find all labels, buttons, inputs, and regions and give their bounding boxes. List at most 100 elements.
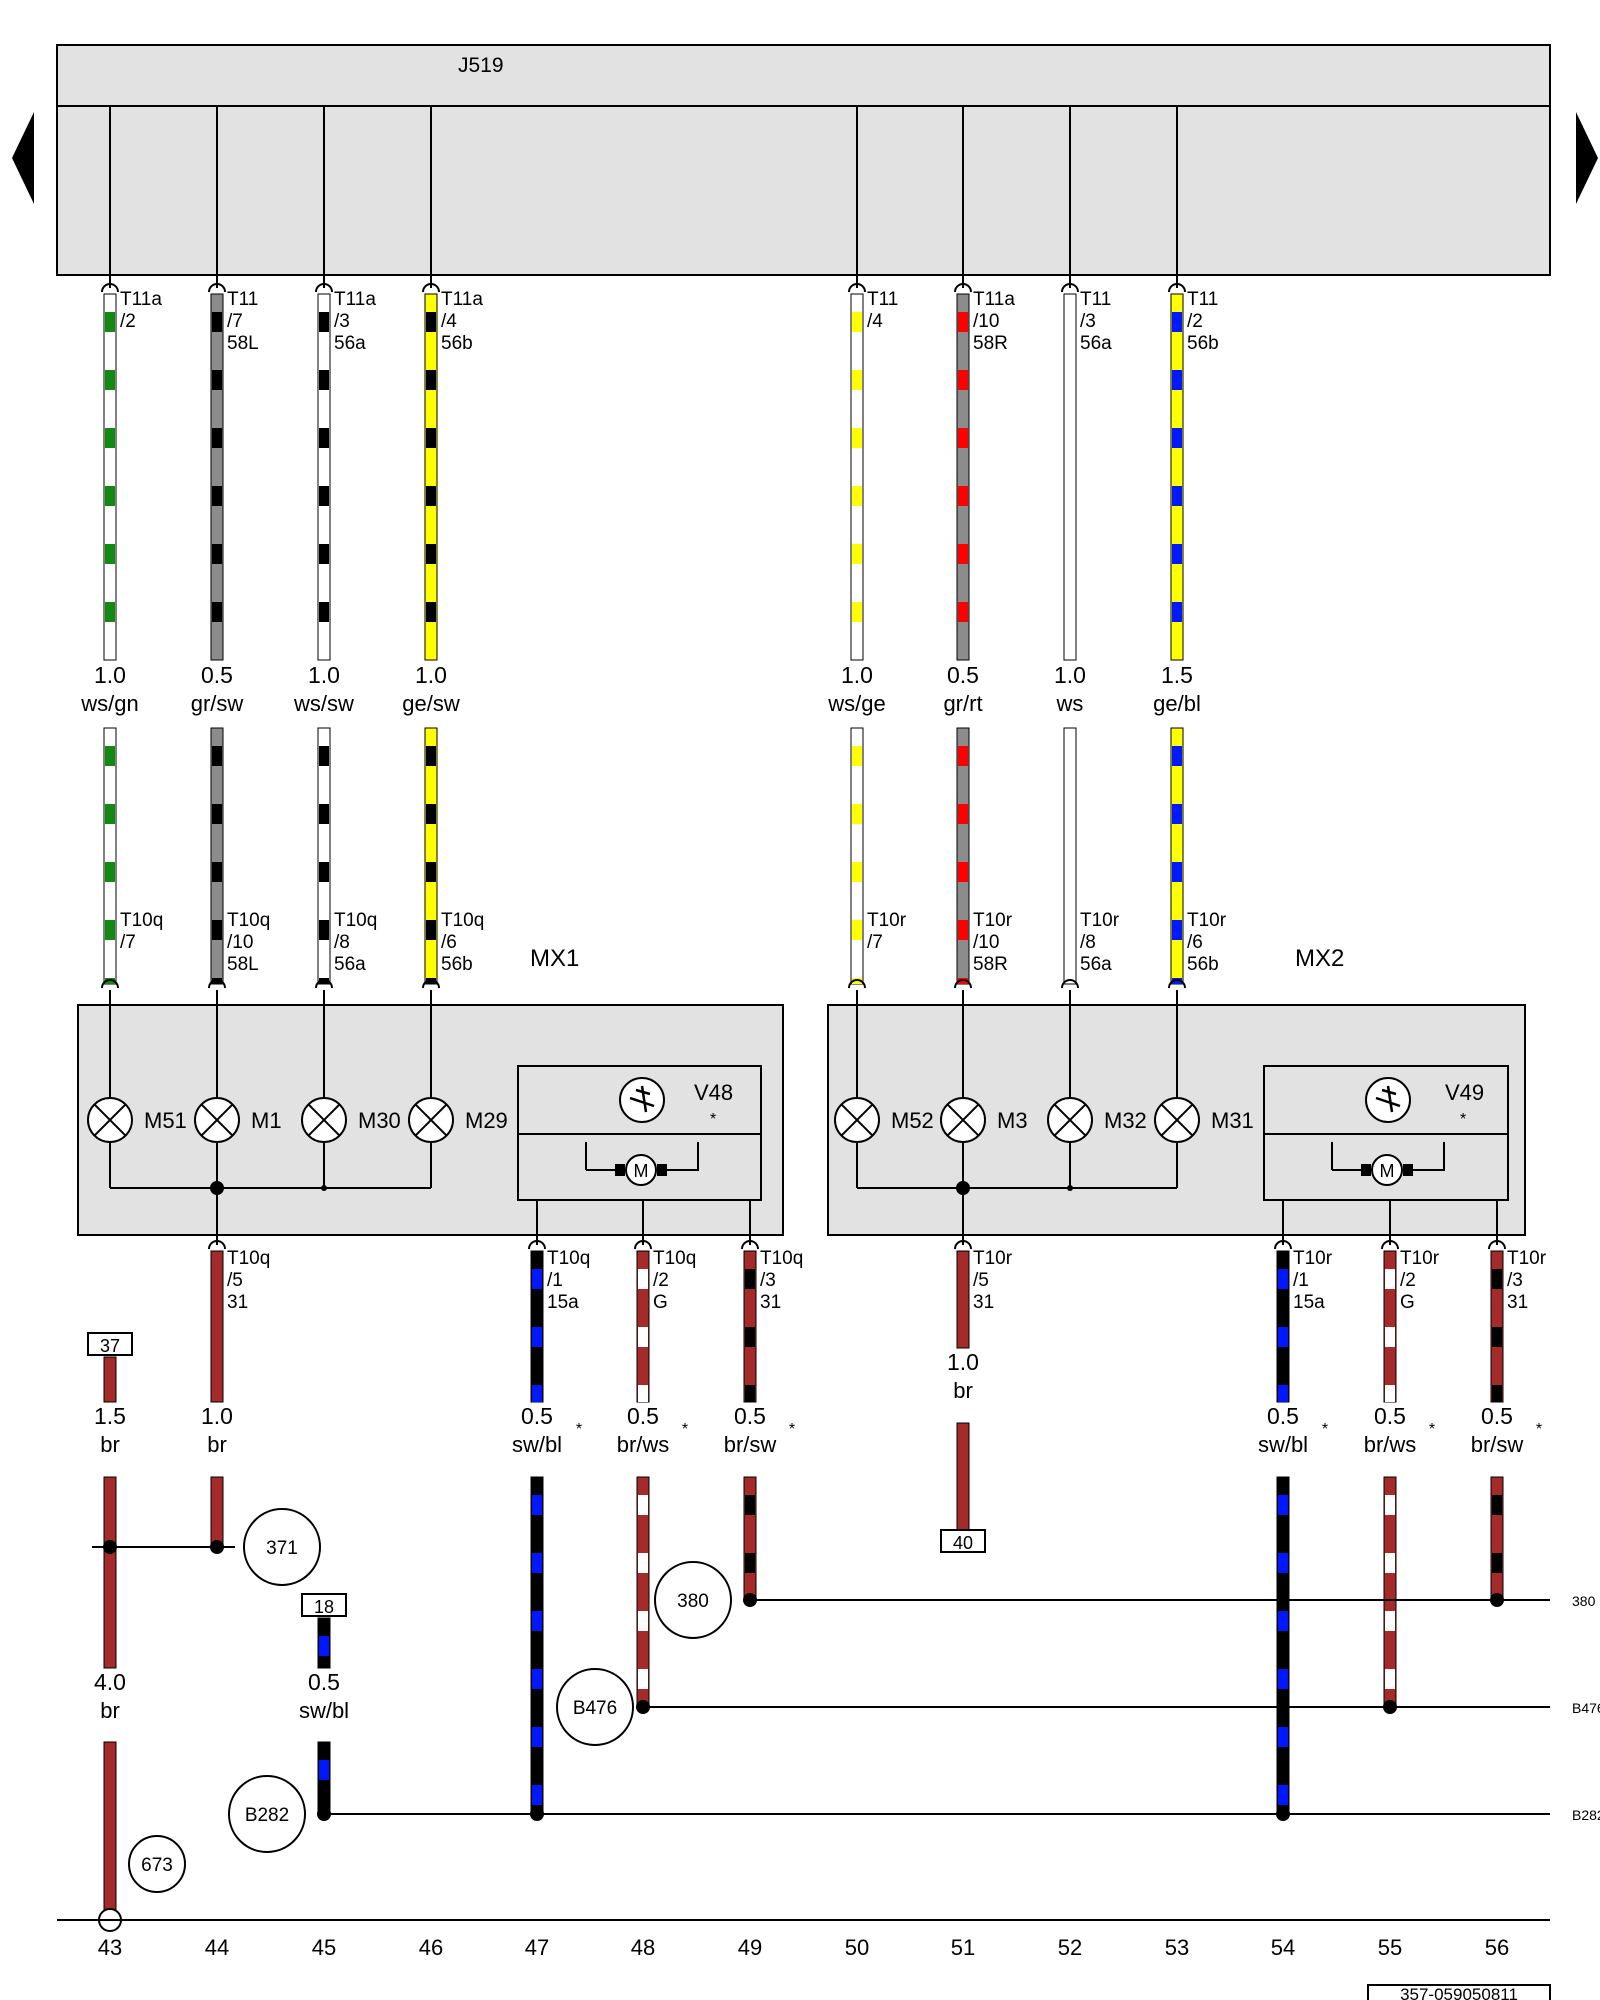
extra-wire-43-mid	[103, 1476, 117, 1669]
track-number-52: 52	[1058, 1935, 1082, 1960]
upper-wire-51-upper-seg-stripe	[958, 428, 968, 448]
lower-wire-54-star: *	[1322, 1421, 1328, 1438]
track-number-51: 51	[951, 1935, 975, 1960]
lamp-cross-b	[1053, 1103, 1087, 1137]
upper-wire-51-top-pin-line-0: T11a	[973, 289, 1015, 310]
lamp-m30-icon	[301, 1097, 347, 1143]
lower-wire-49-section: 0.5	[734, 1403, 766, 1429]
upper-wire-51-upper-seg	[956, 293, 970, 661]
upper-wire-45-upper-seg-stripe	[319, 312, 329, 332]
lower-wire-47-star: *	[576, 1421, 582, 1438]
lower-wire-49-pin-line-2: 31	[760, 1292, 781, 1313]
edge-label-b282: B282	[1572, 1807, 1600, 1823]
track-number-43: 43	[98, 1935, 122, 1960]
track-number-49: 49	[738, 1935, 762, 1960]
lower-wire-49-code: br/sw	[724, 1432, 777, 1457]
upper-wire-52-section: 1.0	[1054, 662, 1086, 688]
lower-wire-51-section: 1.0	[947, 1349, 979, 1375]
upper-wire-46-upper-seg	[424, 293, 438, 661]
lower-wire-49-lower-seg-stripe	[745, 1553, 755, 1573]
next-page-arrow-icon[interactable]	[1576, 112, 1598, 204]
track-number-46: 46	[419, 1935, 443, 1960]
fan-circle	[1365, 1077, 1411, 1123]
lamp-label-m31: M31	[1211, 1108, 1254, 1133]
lamp-common-junction-mx2	[956, 1181, 970, 1195]
upper-wire-50-connector-top	[848, 283, 866, 293]
upper-wire-46-lower-seg-stripe	[426, 746, 436, 766]
lower-wire-54-lower-seg-base	[1276, 1476, 1290, 1815]
track-number-54: 54	[1271, 1935, 1295, 1960]
upper-wire-46-upper-seg-stripe	[426, 544, 436, 564]
lower-wire-55-code: br/ws	[1364, 1432, 1417, 1457]
upper-wire-53-upper-seg-stripe	[1172, 486, 1182, 506]
upper-wire-51-upper-seg-stripe	[958, 486, 968, 506]
lower-wire-47-code: sw/bl	[512, 1432, 562, 1457]
upper-wire-51-section: 0.5	[947, 662, 979, 688]
control-unit-j519: J519	[56, 44, 1551, 276]
junction-dot-43	[103, 1540, 117, 1554]
lower-wire-48-section: 0.5	[627, 1403, 659, 1429]
upper-wire-44-lower-seg-stripe	[212, 862, 222, 882]
motor-brush-right	[1403, 1164, 1413, 1176]
upper-wire-45-top-pin-line-1: /3	[334, 311, 350, 332]
lower-wire-55-pin-line-2: G	[1400, 1292, 1415, 1313]
extra-wire-43-mid-base	[103, 1476, 117, 1669]
lower-wire-51-lower-seg	[956, 1422, 970, 1531]
lower-wire-44-lower-seg	[210, 1476, 224, 1548]
lamp-m31-icon	[1154, 1097, 1200, 1143]
lamp-cross-b	[840, 1103, 874, 1137]
upper-wire-45-lower-seg-stripe	[319, 746, 329, 766]
junction-673-label: 673	[141, 1855, 173, 1876]
module-mx1-label: MX1	[530, 945, 579, 972]
upper-wire-44-lower-seg-stripe	[212, 920, 222, 940]
upper-wire-52-connector-top	[1061, 283, 1079, 293]
bus-junction-45	[317, 1807, 331, 1821]
upper-wire-51-upper-seg-stripe	[958, 312, 968, 332]
prev-page-arrow-icon[interactable]	[12, 112, 34, 204]
upper-wire-53-upper-seg-stripe	[1172, 602, 1182, 622]
upper-wire-45-code: ws/sw	[293, 691, 354, 716]
upper-wire-50-lower-seg	[850, 727, 864, 985]
motor-brush-left	[1361, 1164, 1371, 1176]
upper-wire-46-connector-bottom	[422, 979, 440, 989]
extra-wire-43b-bottom	[103, 1741, 117, 1913]
upper-wire-50-upper-seg-stripe	[852, 602, 862, 622]
upper-wire-53-lower-seg-stripe	[1172, 746, 1182, 766]
motor-circle	[625, 1154, 657, 1186]
control-unit-label: J519	[458, 54, 504, 77]
fan-blades	[629, 1085, 655, 1113]
edge-label-380: 380	[1572, 1593, 1596, 1609]
upper-wire-53-lower-seg-base	[1170, 727, 1184, 985]
upper-wire-44-upper-seg-stripe	[212, 312, 222, 332]
lamp-label-m51: M51	[144, 1108, 187, 1133]
lower-wire-47-lower-seg-stripe	[532, 1553, 542, 1573]
lower-wire-55-section: 0.5	[1374, 1403, 1406, 1429]
upper-wire-50-top-pin-line-0: T11	[867, 289, 898, 310]
upper-wire-44-lower-seg	[210, 727, 224, 985]
upper-wire-45-upper-seg-stripe	[319, 428, 329, 448]
lower-wire-49-upper-seg-stripe	[745, 1327, 755, 1347]
lower-wire-47-upper-seg-stripe	[532, 1269, 542, 1289]
extra-wire-45-bottom	[317, 1741, 331, 1815]
upper-wire-53-bottom-pin-line-2: 56b	[1187, 954, 1219, 975]
upper-wire-53-lower-seg-stripe	[1172, 862, 1182, 882]
lower-wire-51-lower-seg-base	[956, 1422, 970, 1531]
upper-wire-46-lower-seg-stripe	[426, 804, 436, 824]
lower-wire-56-lower-seg	[1490, 1476, 1504, 1601]
extra-wire-43a-top-base	[103, 1356, 117, 1403]
upper-wire-51-upper-seg-stripe	[958, 602, 968, 622]
junction-b476	[556, 1668, 634, 1746]
upper-wire-50-upper-seg-stripe	[852, 312, 862, 332]
lower-wire-51-pin-line-2: 31	[973, 1292, 994, 1313]
upper-wire-43-lower-seg	[103, 727, 117, 985]
bus-junction-54	[1276, 1807, 1290, 1821]
upper-wire-46-upper-seg-stripe	[426, 370, 436, 390]
upper-wire-46-bottom-pin-line-1: /6	[441, 932, 457, 953]
upper-wire-44-upper-seg	[210, 293, 224, 661]
upper-wire-46-lower-seg-stripe	[426, 862, 436, 882]
lower-wire-48-star: *	[682, 1421, 688, 1438]
lamp-label-m1: M1	[251, 1108, 282, 1133]
upper-wire-51-upper-seg-stripe	[958, 544, 968, 564]
lower-wire-47-lower-seg-stripe	[532, 1785, 542, 1805]
